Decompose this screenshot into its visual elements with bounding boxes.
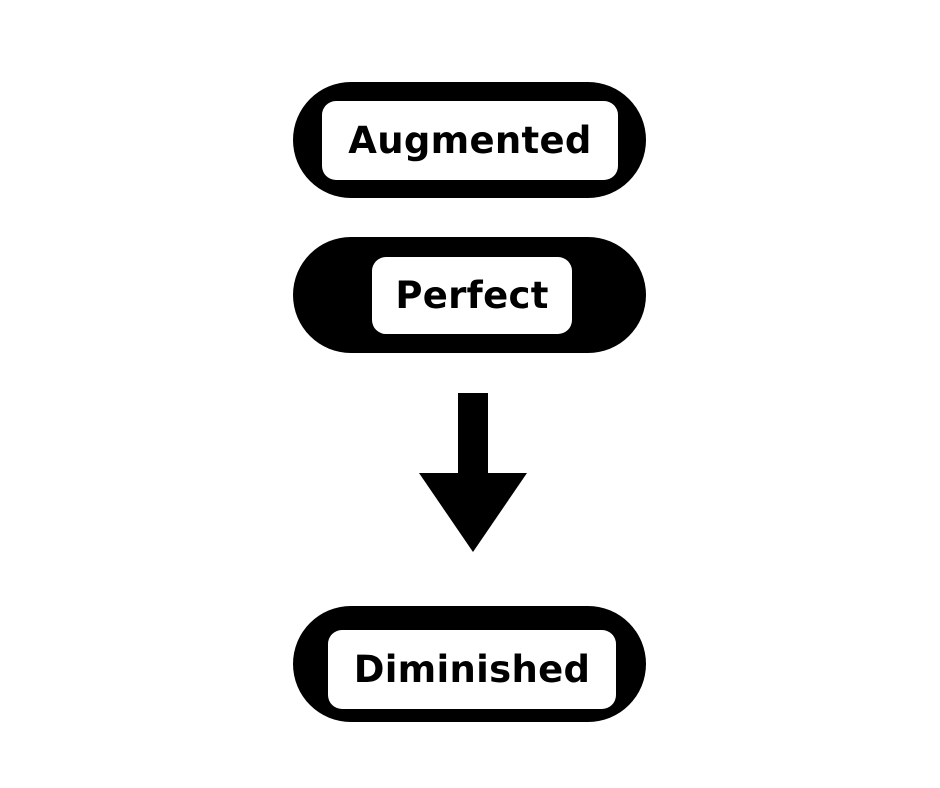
perfect-node: Perfect xyxy=(293,237,646,353)
diminished-node: Diminished xyxy=(293,606,646,722)
perfect-label: Perfect xyxy=(372,257,572,334)
augmented-node: Augmented xyxy=(293,82,646,198)
arrow-head xyxy=(419,473,527,552)
diminished-label: Diminished xyxy=(328,630,616,709)
arrow-shaft xyxy=(458,393,488,475)
augmented-label: Augmented xyxy=(322,101,618,180)
